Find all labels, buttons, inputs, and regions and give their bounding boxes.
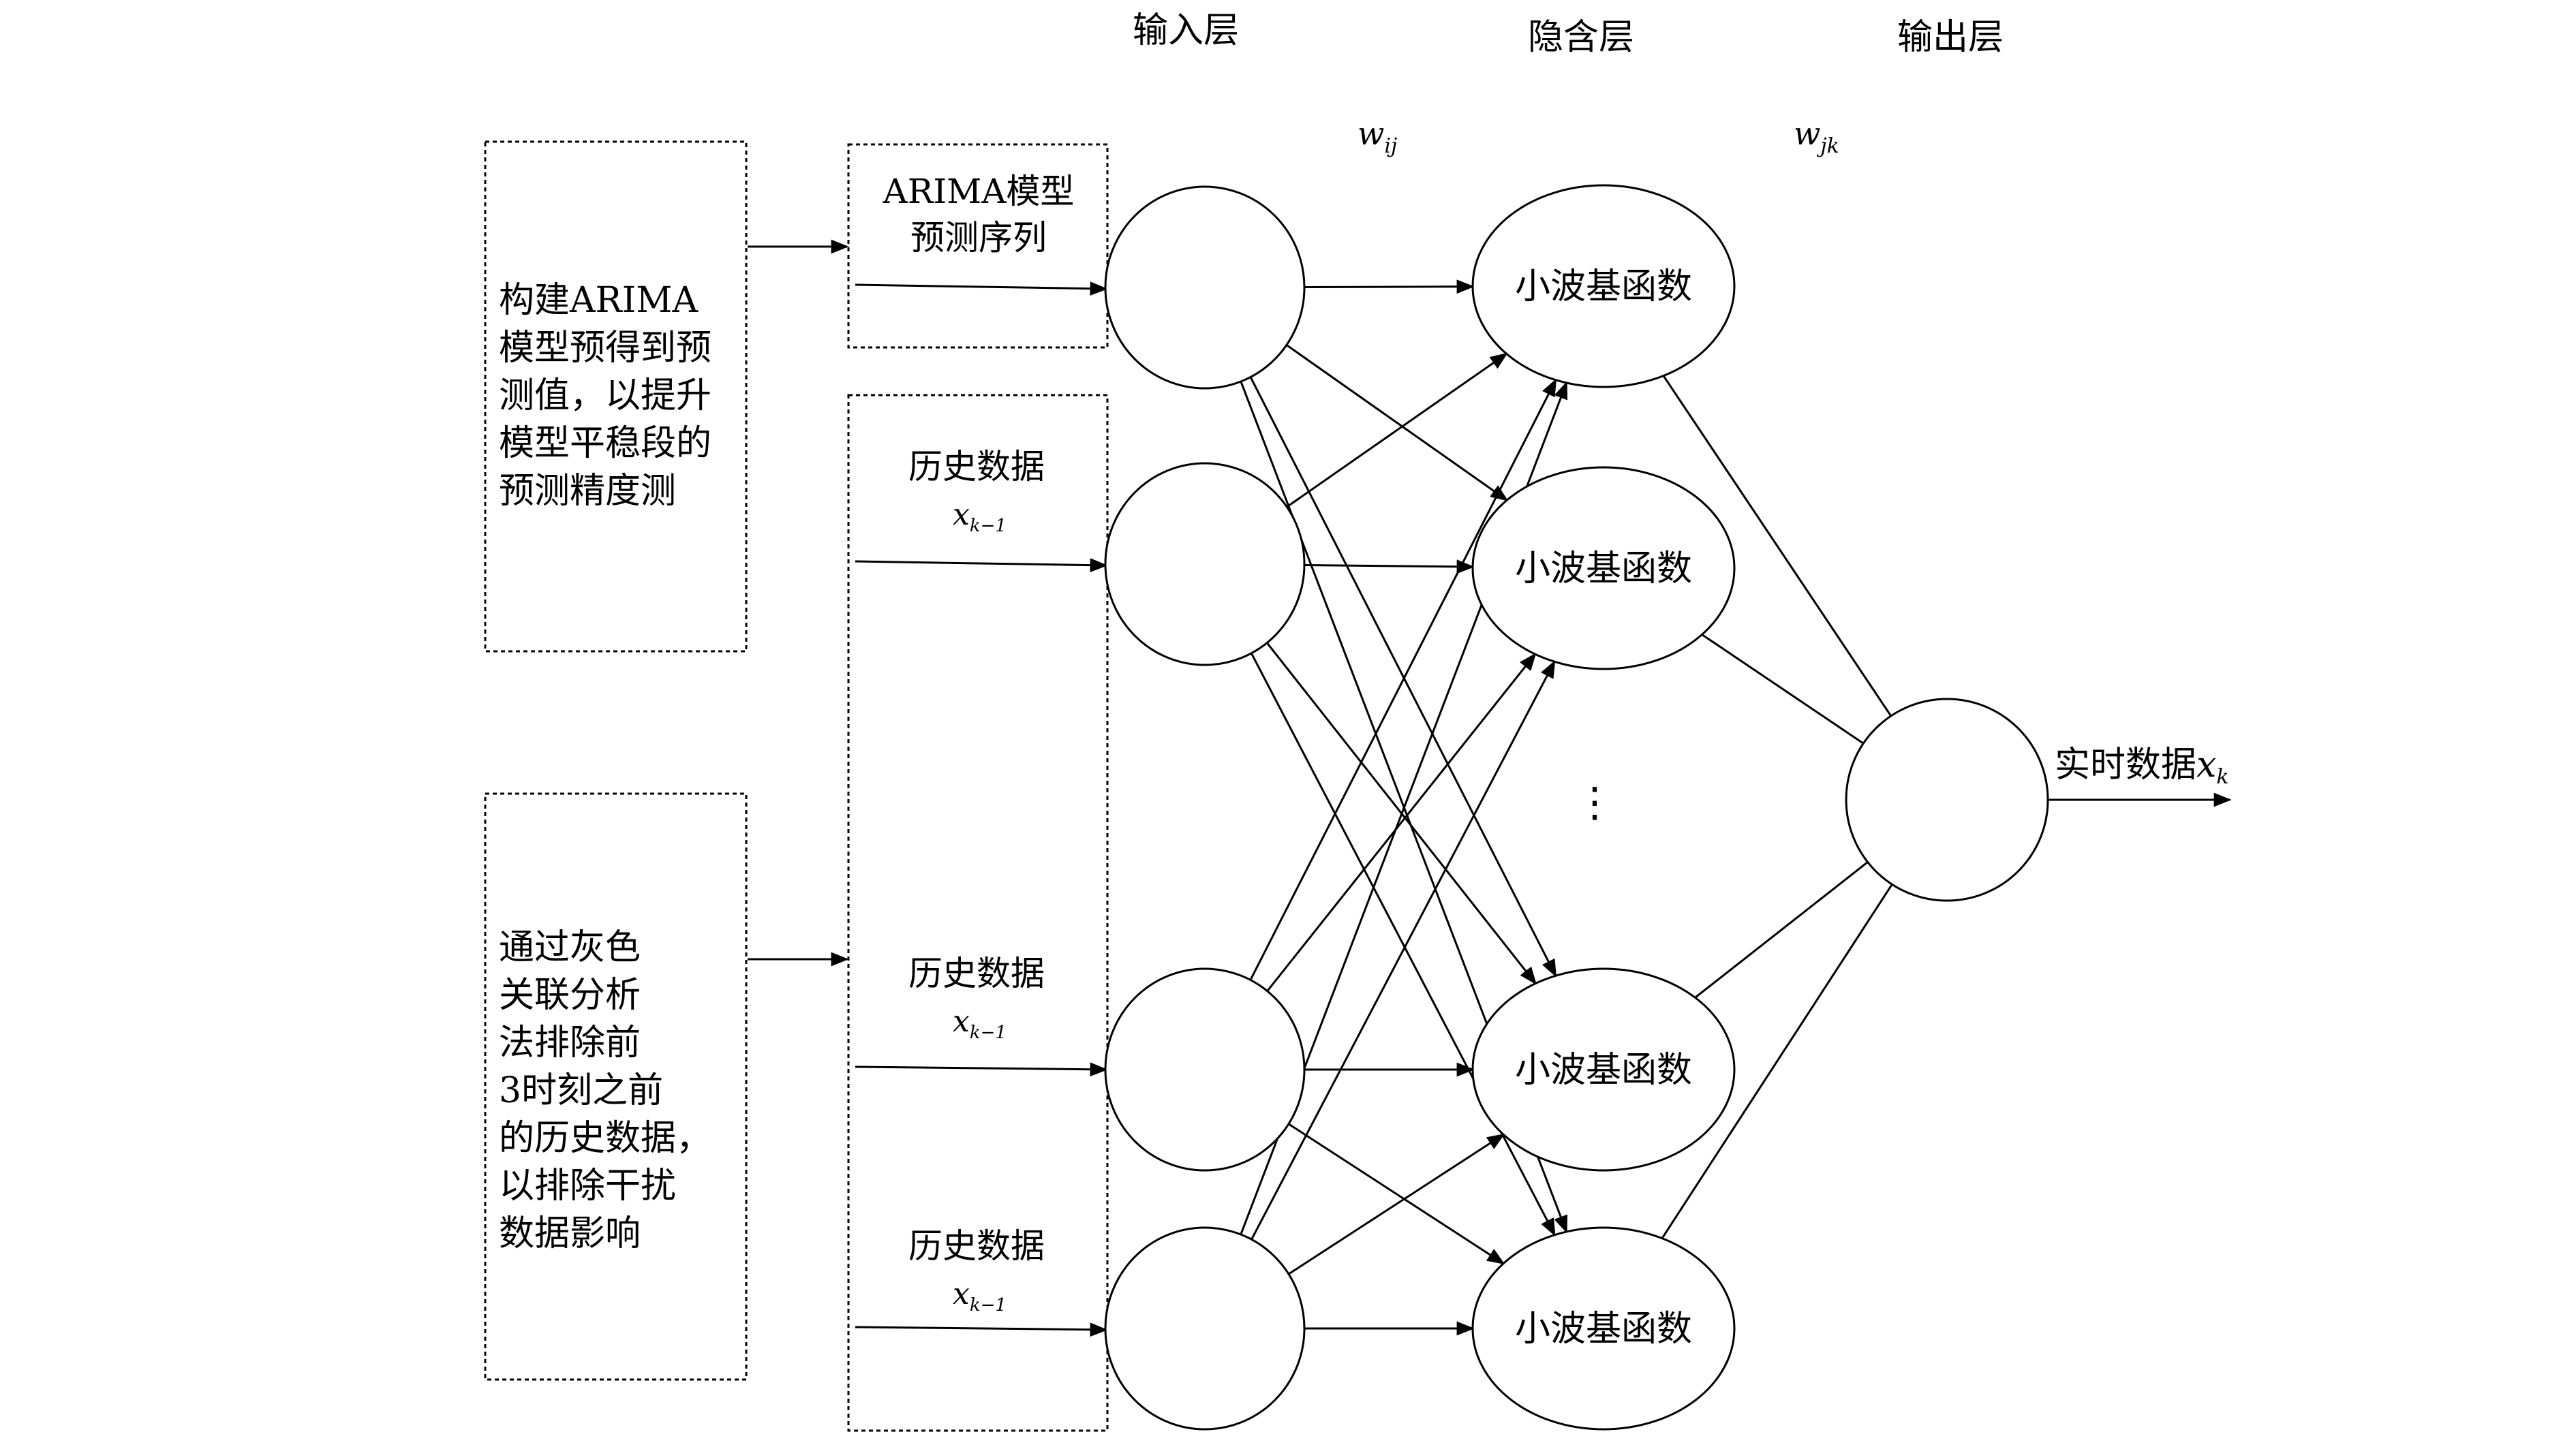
connection-input2-hidden1	[1286, 352, 1508, 508]
grey-note-text-line-4: 3时刻之前	[499, 1070, 663, 1111]
input-arrow-4	[855, 1322, 1108, 1337]
input-layer-title: 输入层	[1133, 10, 1239, 51]
weight-wij-base: w	[1358, 115, 1384, 152]
connection-input2-hidden2	[1304, 559, 1475, 574]
arima-note-text-line-1: 构建ARIMA	[499, 280, 699, 321]
output-label-sub: k	[2216, 765, 2228, 789]
connection-input3-hidden4	[1288, 1123, 1505, 1265]
weight-label-wjk: wjk	[1794, 115, 1839, 158]
svg-text:实时数据xk: 实时数据xk	[2055, 745, 2229, 789]
connection-input3-hidden1	[1249, 378, 1557, 981]
output-node	[1845, 698, 2049, 902]
hidden-node-1-label: 小波基函数	[1515, 266, 1692, 307]
input-node-2	[1104, 462, 1306, 666]
history-label-2: 历史数据 xk−1	[908, 954, 1045, 1043]
input-node-3	[1104, 967, 1306, 1172]
history-label-3-text: 历史数据	[908, 1226, 1045, 1266]
hidden-ellipsis: ⋮	[1574, 779, 1615, 826]
hidden-node-4-label: 小波基函数	[1515, 1309, 1692, 1350]
hidden-node-3	[1471, 967, 1736, 1172]
output-label-text: 实时数据	[2055, 745, 2196, 785]
hidden-node-2-label: 小波基函数	[1515, 548, 1692, 589]
arima-input-label-line1: ARIMA模型	[883, 172, 1075, 211]
svg-text:xk−1: xk−1	[953, 1277, 1007, 1316]
arima-note-text-line-3: 测值，以提升	[499, 375, 711, 416]
grey-note-text-line-6: 以排除干扰	[499, 1166, 676, 1207]
output-label-var: x	[2196, 745, 2216, 785]
connection-input1-hidden2	[1286, 344, 1509, 501]
history-label-3: 历史数据 xk−1	[908, 1226, 1045, 1316]
history-label-3-var: x	[953, 1277, 970, 1311]
connection-input4-hidden3	[1288, 1133, 1505, 1275]
input-arrow-2	[855, 558, 1108, 573]
arima-input-box	[847, 143, 1109, 349]
weight-label-wij: wij	[1358, 115, 1397, 158]
connection-input2-hidden4	[1250, 653, 1556, 1236]
grey-note-text-line-3: 法排除前	[499, 1023, 641, 1063]
hidden-node-3-label: 小波基函数	[1515, 1050, 1692, 1091]
connection-input3-hidden2	[1266, 653, 1537, 992]
svg-text:wjk: wjk	[1794, 115, 1839, 158]
grey-note-text-line-1: 通过灰色	[499, 927, 641, 968]
history-label-1-var: x	[953, 497, 970, 532]
grey-note-text-line-7: 数据影响	[499, 1213, 641, 1254]
hidden-node-2	[1471, 466, 1736, 670]
svg-text:xk−1: xk−1	[953, 1004, 1007, 1043]
hidden-node-4	[1471, 1226, 1736, 1431]
grey-note-text-line-2: 关联分析	[499, 975, 641, 1016]
weight-wjk-base: w	[1794, 115, 1820, 152]
hidden-layer-title: 隐含层	[1528, 17, 1634, 58]
history-label-1: 历史数据 xk−1	[908, 447, 1045, 536]
weight-wij-sub: ij	[1384, 134, 1397, 158]
input-node-1	[1104, 185, 1306, 390]
svg-text:wij: wij	[1358, 115, 1397, 158]
arima-note-text-line-2: 模型预得到预	[499, 328, 711, 369]
connections-group	[1240, 279, 1893, 1336]
arima-input-label-line2: 预测序列	[910, 218, 1047, 258]
weight-wjk-sub: jk	[1816, 134, 1839, 158]
output-label: 实时数据xk	[2055, 745, 2229, 789]
arima-note-box	[484, 140, 748, 653]
history-label-3-sub: k−1	[970, 1295, 1007, 1316]
grey-note-text-line-5: 的历史数据，	[499, 1118, 711, 1159]
connection-input1-hidden3	[1249, 376, 1557, 978]
history-label-2-text: 历史数据	[908, 954, 1045, 993]
input-node-4	[1104, 1226, 1306, 1431]
input-arrow-1	[855, 281, 1108, 296]
hidden-node-1	[1471, 184, 1736, 388]
grey-note-box	[484, 792, 748, 1381]
history-label-2-var: x	[953, 1004, 970, 1039]
history-label-2-sub: k−1	[970, 1023, 1007, 1043]
connection-hidden2-output	[1701, 634, 1865, 745]
history-input-box	[847, 394, 1109, 1432]
connection-input4-hidden2	[1251, 659, 1556, 1241]
svg-text:xk−1: xk−1	[953, 497, 1007, 536]
arima-note-text-line-5: 预测精度测	[499, 471, 676, 512]
history-label-1-sub: k−1	[970, 516, 1007, 536]
connection-hidden4-output	[1661, 884, 1893, 1239]
connection-hidden1-output	[1662, 375, 1892, 717]
input-arrow-3	[855, 1062, 1108, 1077]
connection-hidden3-output	[1694, 861, 1869, 999]
output-layer-title: 输出层	[1897, 17, 2004, 58]
history-label-1-text: 历史数据	[908, 447, 1045, 486]
arima-note-text-line-4: 模型平稳段的	[499, 423, 711, 464]
